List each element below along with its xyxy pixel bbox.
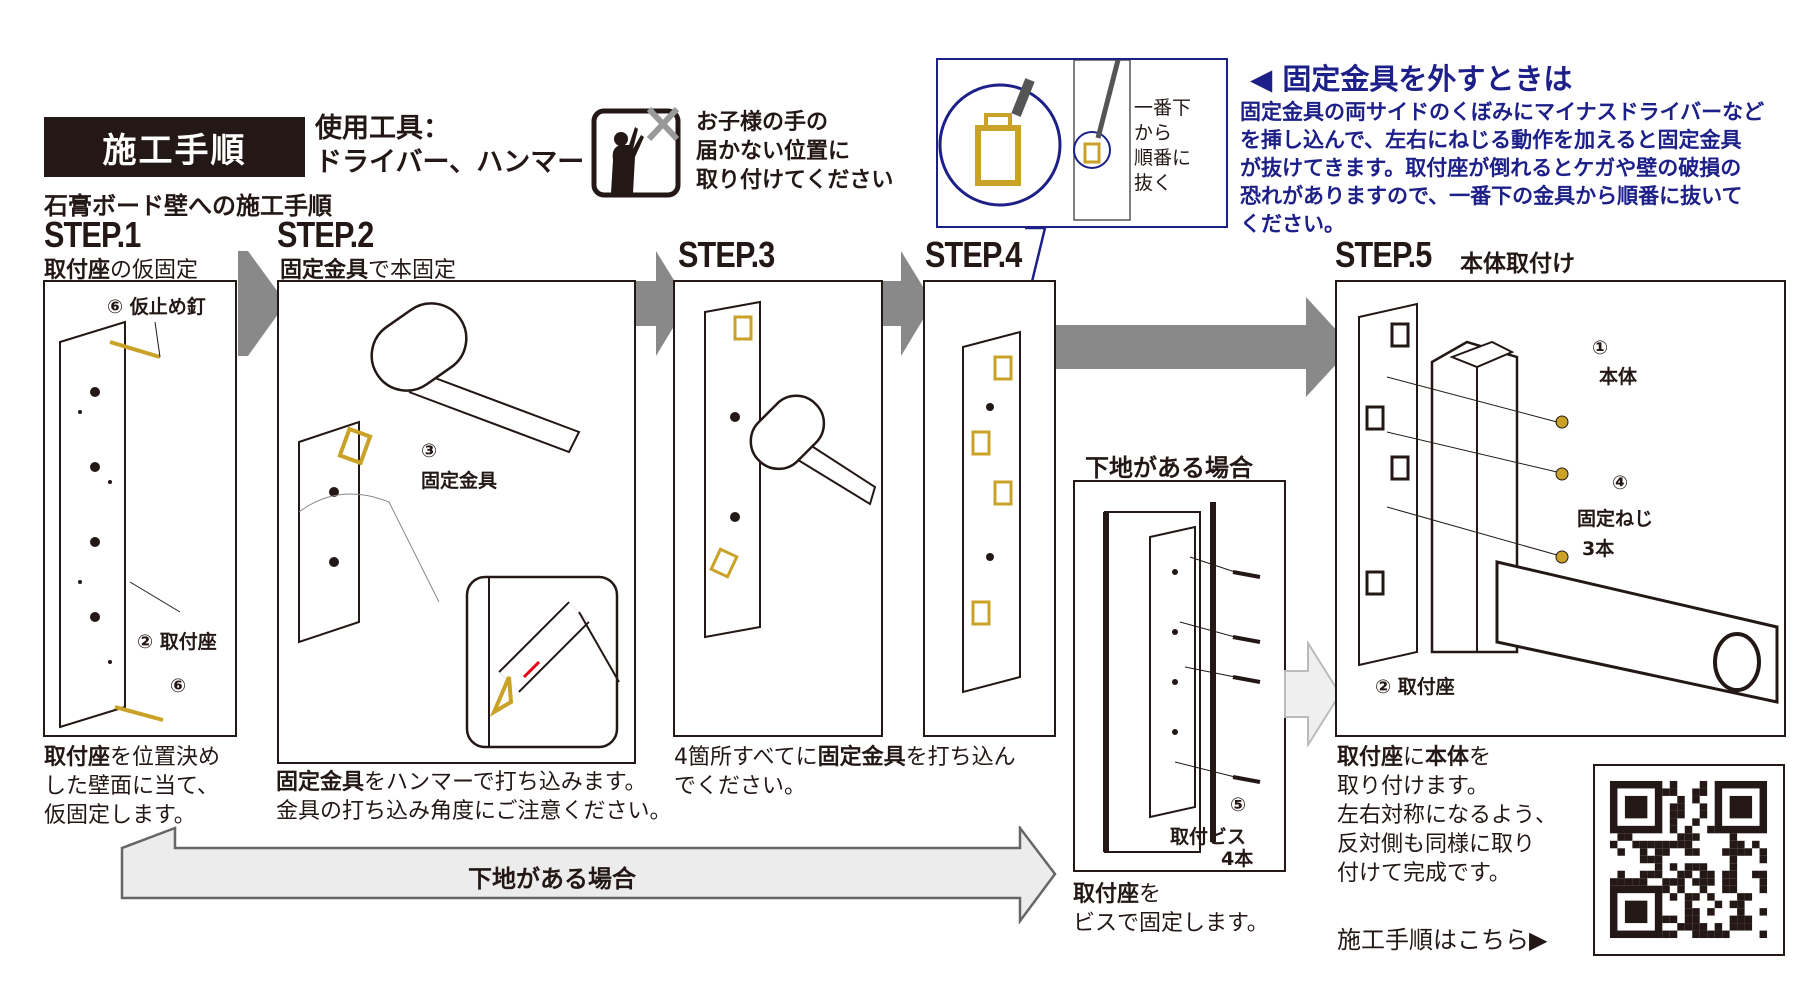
desc-text: 反対側も同様に取り [1337,832,1536,857]
desc-bold: 取付座 [1073,882,1140,907]
removal-title-text: 固定金具を外すときは [1282,62,1573,96]
callout-count: 3本 [1582,538,1615,560]
arrow-right-icon [883,251,933,356]
step1-title: STEP.1 [44,214,141,255]
qr-label: 施工手順はこちら▶ [1337,926,1548,954]
removal-line: 固定金具の両サイドのくぼみにマイナスドライバーなど [1240,100,1765,124]
callout-nail: ⑥ 仮止め釘 [107,296,206,318]
removal-line: を挿し込んで、左右にねじる動作を加えると固定金具 [1240,128,1742,152]
desc-text: 取り付けます。 [1337,774,1489,799]
desc-bold: 本体 [1425,745,1470,770]
desc-text: 付けて完成です。 [1337,861,1511,886]
desc-text: ビスで固定します。 [1073,911,1269,936]
desc-bold: 取付座 [44,745,111,770]
label-rest: で本固定 [368,258,457,283]
step4-title: STEP.4 [925,234,1022,275]
desc-bold: 固定金具 [817,745,906,770]
step1-label: 取付座の仮固定 [44,252,198,284]
callout-mount-base: ② 取付座 [1375,676,1455,698]
desc-text: を打ち込ん [905,745,1016,770]
warning-line: 届かない位置に [696,139,851,164]
callout-fixing-screw: 固定ねじ [1577,508,1654,530]
base-panel: ⑤ 取付ビス 4本 [1073,480,1286,872]
label-bold: 取付座 [44,258,111,283]
long-arrow-label: 下地がある場合 [468,865,636,893]
balloon-line: 一番下 [1134,97,1192,119]
balloon-line: から [1134,122,1173,144]
step2-desc: 固定金具をハンマーで打ち込みます。 金具の打ち込み角度にご注意ください。 [276,768,672,826]
callout-fixing-bracket: 固定金具 [421,470,498,492]
label-rest: の仮固定 [110,258,199,283]
hollow-arrow-icon [1284,641,1342,747]
step2-panel: ③ 固定金具 [277,280,636,764]
step5-label: 本体取付け [1460,251,1575,277]
page-title: 施工手順 [44,117,305,177]
step1-panel: ⑥ 仮止め釘 ② 取付座 ⑥ [43,280,237,737]
callout-count: 4本 [1221,848,1254,870]
callout-number: ① [1592,337,1609,359]
removal-line: ください。 [1240,212,1345,236]
tools-info: 使用工具： ドライバー、ハンマー [315,112,584,180]
step2-title: STEP.2 [277,214,374,255]
removal-line: 恐れがありますので、一番下の金具から順番に抜いて [1240,184,1743,208]
balloon-line: 抜く [1134,172,1173,194]
step5-title: STEP.5 [1335,234,1432,275]
desc-text: を位置決め [110,745,221,770]
step3-desc: 4箇所すべてに固定金具を打ち込ん でください。 [674,743,1016,801]
base-desc: 取付座を ビスで固定します。 [1073,880,1269,938]
long-arrow-icon [120,826,1057,924]
label-bold: 固定金具 [280,258,369,283]
removal-balloon: 一番下 から 順番に 抜く [936,58,1228,228]
desc-text: をハンマーで打ち込みます。 [364,770,647,795]
step4-panel [923,280,1056,737]
warning-line: 取り付けてください [696,168,894,193]
desc-text: 仮固定します。 [44,803,196,828]
warning-line: お子様の手の [696,110,829,135]
balloon-text: 一番下 から 順番に 抜く [1134,96,1191,196]
removal-title: ◀ 固定金具を外すときは [1250,56,1572,98]
desc-text: した壁面に当て、 [44,774,219,799]
arrow-right-large-icon [1056,297,1352,397]
desc-text: 4箇所すべてに [674,745,818,770]
step3-title: STEP.3 [678,234,775,275]
step3-panel [673,280,883,737]
desc-text: を [1469,745,1492,770]
tools-value: ドライバー、ハンマー [315,147,585,178]
removal-line: が抜けてきます。取付座が倒れるとケガや壁の破損の [1240,156,1742,180]
child-warning-icon [591,105,683,198]
desc-text: 金具の打ち込み角度にご注意ください。 [276,799,672,824]
desc-text: に [1403,745,1426,770]
balloon-line: 順番に [1134,147,1192,169]
step2-label: 固定金具で本固定 [280,252,456,284]
desc-bold: 固定金具 [276,770,365,795]
base-title: 下地がある場合 [1085,454,1253,482]
callout-main-body: 本体 [1599,366,1638,388]
arrow-right-icon [238,251,286,356]
callout-number: ③ [421,440,438,462]
desc-bold: 取付座 [1337,745,1404,770]
callout-screw: 取付ビス [1170,826,1247,848]
callout-nail-2: ⑥ [170,675,187,697]
callout-number: ④ [1612,472,1629,494]
desc-text: を [1139,882,1162,907]
step5-desc: 取付座に本体を 取り付けます。 左右対称になるよう、 反対側も同様に取り 付けて… [1337,743,1557,888]
arrow-right-icon [636,251,688,356]
removal-body: 固定金具の両サイドのくぼみにマイナスドライバーなど を挿し込んで、左右にねじる動… [1240,98,1800,238]
callout-mount-base: ② 取付座 [137,631,217,653]
desc-text: でください。 [674,774,807,799]
subtitle: 石膏ボード壁への施工手順 [44,192,332,220]
desc-text: 左右対称になるよう、 [1337,803,1558,828]
tools-label: 使用工具： [315,113,450,144]
left-triangle-icon: ◀ [1250,62,1283,96]
qr-code[interactable] [1593,764,1785,956]
child-warning-text: お子様の手の 届かない位置に 取り付けてください [696,108,893,195]
callout-number: ⑤ [1230,794,1247,816]
step5-panel: ① 本体 ④ 固定ねじ 3本 ② 取付座 [1335,280,1786,737]
step1-desc: 取付座を位置決め した壁面に当て、 仮固定します。 [44,743,220,830]
